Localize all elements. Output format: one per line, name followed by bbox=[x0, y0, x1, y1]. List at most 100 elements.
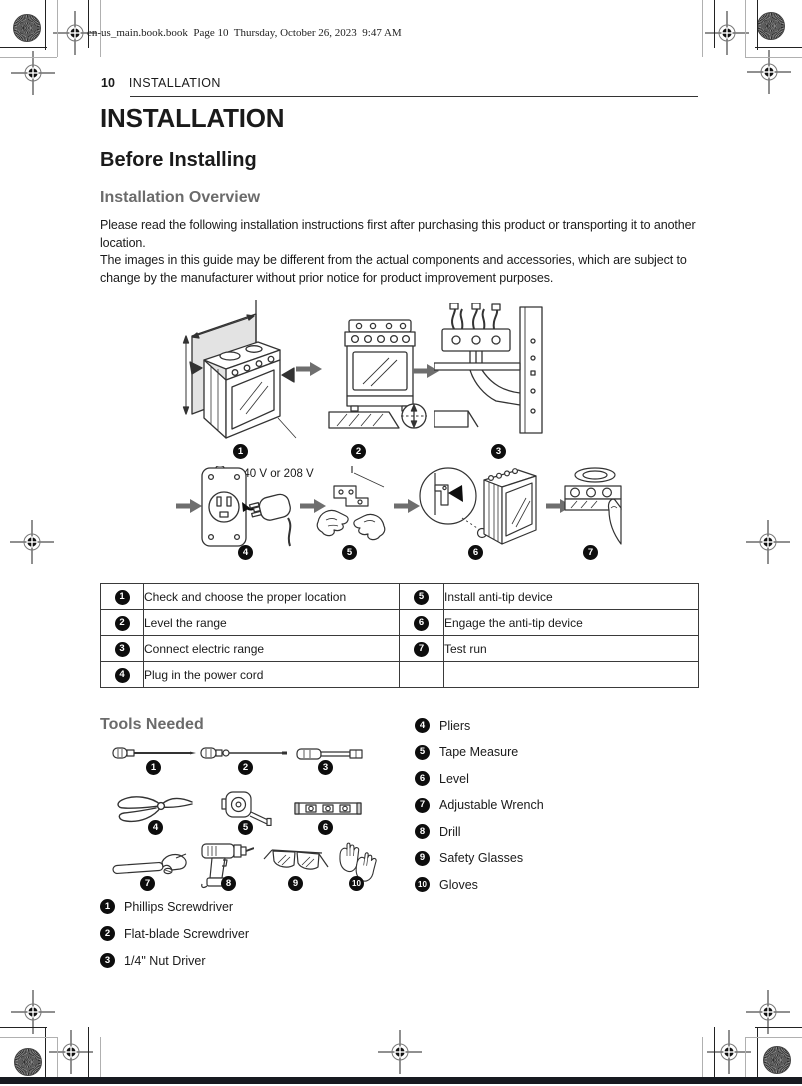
tool-badge: 5 bbox=[415, 744, 430, 760]
page-number: 10 bbox=[101, 76, 115, 90]
step4-plug-power-cord-illustration bbox=[201, 466, 292, 547]
table-row: 4 Plug in the power cord bbox=[100, 661, 699, 688]
tool-label: Phillips Screwdriver bbox=[124, 899, 234, 914]
list-item: 6 Level bbox=[415, 771, 544, 786]
step-badge: 4 bbox=[238, 545, 253, 560]
crop-mark bbox=[745, 57, 802, 58]
section-label: INSTALLATION bbox=[128, 76, 221, 90]
pliers-illustration bbox=[117, 796, 193, 823]
step-badge: 5 bbox=[414, 589, 429, 605]
tool-label: Flat-blade Screwdriver bbox=[124, 926, 250, 941]
step1-choose-location-illustration bbox=[182, 300, 297, 439]
crop-mark bbox=[745, 0, 746, 57]
crop-mark bbox=[0, 1027, 47, 1028]
tool-label: 1/4" Nut Driver bbox=[124, 953, 206, 968]
phillips-screwdriver-illustration bbox=[112, 747, 196, 759]
tool-label: Gloves bbox=[439, 877, 478, 892]
list-item: 10 Gloves bbox=[415, 877, 544, 892]
step3-connect-range-illustration bbox=[434, 303, 543, 434]
registration-mark bbox=[705, 11, 749, 55]
empty-cell bbox=[443, 661, 699, 688]
page-bottom-bar bbox=[0, 1077, 802, 1084]
crop-mark bbox=[57, 0, 58, 57]
tool-badge: 7 bbox=[415, 797, 430, 813]
table-row: 3 Connect electric range 7 Test run bbox=[100, 635, 699, 662]
crop-mark bbox=[702, 0, 703, 57]
list-item: 7 Adjustable Wrench bbox=[415, 797, 544, 813]
registration-mark bbox=[378, 1030, 422, 1074]
crop-mark bbox=[45, 1027, 46, 1077]
crop-mark bbox=[755, 47, 802, 48]
tool-badge: 2 bbox=[238, 760, 253, 775]
subsection-title: Before Installing bbox=[100, 149, 257, 171]
header-rule bbox=[130, 96, 698, 97]
tool-badge: 2 bbox=[100, 926, 115, 941]
crop-mark bbox=[88, 1027, 89, 1077]
step-text: Engage the anti-tip device bbox=[443, 609, 699, 636]
nut-driver-illustration bbox=[296, 748, 363, 760]
list-item: 8 Drill bbox=[415, 824, 544, 839]
step-badge: 6 bbox=[414, 615, 429, 631]
overview-heading: Installation Overview bbox=[100, 189, 261, 206]
crop-mark bbox=[745, 1037, 746, 1077]
step6-engage-anti-tip-illustration bbox=[419, 467, 537, 545]
tool-label: Safety Glasses bbox=[439, 851, 524, 865]
list-item: 9 Safety Glasses bbox=[415, 850, 544, 866]
page-title: INSTALLATION bbox=[100, 103, 285, 133]
step-badge: 2 bbox=[114, 615, 130, 631]
tool-badge: 10 bbox=[349, 876, 364, 891]
empty-cell bbox=[399, 661, 444, 688]
table-row: 2 Level the range 6 Engage the anti-tip … bbox=[100, 609, 699, 636]
list-item: 2 Flat-blade Screwdriver bbox=[100, 926, 249, 941]
step-text: Connect electric range bbox=[143, 635, 400, 662]
crop-mark bbox=[100, 0, 101, 57]
step-badge: 7 bbox=[583, 545, 598, 560]
level-illustration bbox=[294, 802, 362, 815]
tool-badge: 8 bbox=[221, 876, 236, 891]
registration-mark bbox=[10, 520, 54, 564]
installation-steps-table: 1 Check and choose the proper location 5… bbox=[100, 583, 699, 688]
step-badge: 7 bbox=[414, 641, 429, 657]
overview-paragraph-2: The images in this guide may be differen… bbox=[100, 253, 687, 285]
crop-mark bbox=[0, 47, 47, 48]
tool-badge: 7 bbox=[140, 876, 155, 891]
adjustable-wrench-illustration bbox=[112, 853, 187, 875]
drill-illustration bbox=[201, 843, 254, 889]
step2-level-range-illustration bbox=[328, 319, 427, 429]
list-item: 5 Tape Measure bbox=[415, 744, 544, 760]
tool-badge: 6 bbox=[415, 771, 430, 786]
step7-test-run-illustration bbox=[564, 467, 622, 545]
tape-measure-illustration bbox=[221, 791, 272, 826]
step-badge: 1 bbox=[114, 589, 130, 605]
safety-glasses-illustration bbox=[263, 849, 329, 870]
registration-mark bbox=[746, 520, 790, 564]
flat-blade-screwdriver-illustration bbox=[200, 747, 287, 759]
tool-badge: 9 bbox=[288, 876, 303, 891]
tool-badge: 1 bbox=[146, 760, 161, 775]
running-header: 10 INSTALLATION bbox=[101, 76, 221, 90]
step-text: Level the range bbox=[143, 609, 400, 636]
overview-paragraph-1: Please read the following installation i… bbox=[100, 218, 696, 250]
tool-label: Tape Measure bbox=[439, 745, 519, 759]
tool-badge: 8 bbox=[415, 824, 430, 839]
crop-mark bbox=[714, 0, 715, 48]
crop-mark bbox=[100, 1037, 101, 1077]
print-color-disc bbox=[763, 1046, 791, 1074]
list-item: 1 Phillips Screwdriver bbox=[100, 899, 249, 914]
tools-left-list: 1 Phillips Screwdriver 2 Flat-blade Scre… bbox=[100, 899, 249, 968]
step-badge: 3 bbox=[114, 641, 130, 657]
crop-mark bbox=[745, 1037, 802, 1038]
print-color-disc bbox=[13, 14, 41, 42]
step5-install-anti-tip-illustration bbox=[316, 466, 386, 541]
tool-label: Pliers bbox=[439, 718, 471, 733]
step-badge: 6 bbox=[468, 545, 483, 560]
crop-mark bbox=[88, 0, 89, 48]
print-color-disc bbox=[14, 1048, 42, 1076]
list-item: 3 1/4" Nut Driver bbox=[100, 953, 249, 968]
tool-badge: 10 bbox=[415, 877, 430, 892]
tool-label: Level bbox=[439, 771, 469, 786]
crop-mark bbox=[757, 1027, 758, 1077]
step-badge: 3 bbox=[491, 444, 506, 459]
tool-badge: 4 bbox=[415, 718, 430, 733]
tool-badge: 3 bbox=[100, 953, 115, 968]
